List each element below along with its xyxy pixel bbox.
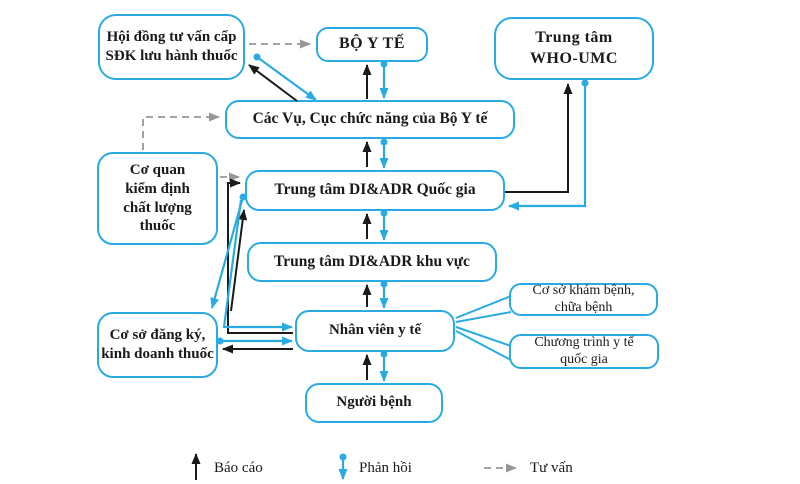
tail-chuong-trinh-bottom xyxy=(455,330,512,361)
node-label: kinh doanh thuốc xyxy=(101,346,214,362)
node-hoi-dong-tu-van: Hội đồng tư vấn cấp SĐK lưu hành thuốc xyxy=(98,14,245,80)
arrow-cosodangky-to-quocgia xyxy=(230,209,248,312)
node-label: thuốc xyxy=(139,218,176,235)
node-label: Cơ quan xyxy=(129,162,186,178)
node-label: Cơ sở khám bệnh, xyxy=(532,282,635,298)
node-co-so-dang-ky: Cơ sở đăng ký, kinh doanh thuốc xyxy=(97,312,218,378)
dot xyxy=(380,138,388,146)
node-label: kiểm định xyxy=(125,180,190,197)
node-trung-tam-di-adr-khu-vuc: Trung tâm DI&ADR khu vực xyxy=(247,242,497,282)
node-chuong-trinh-y-te: Chương trình y tế quốc gia xyxy=(509,334,659,369)
arrow-cacvu-to-hoidong xyxy=(248,64,298,102)
callout-tails xyxy=(455,295,512,361)
node-label: Trung tâm xyxy=(535,28,613,46)
node-co-so-kham-benh: Cơ sở khám bệnh, chữa bệnh xyxy=(509,283,658,316)
node-trung-tam-di-adr-quoc-gia: Trung tâm DI&ADR Quốc gia xyxy=(245,170,505,211)
dot xyxy=(581,79,589,87)
node-label: WHO-UMC xyxy=(530,49,618,67)
node-nhan-vien-y-te: Nhân viên y tế xyxy=(295,310,455,352)
node-label: Trung tâm DI&ADR Quốc gia xyxy=(274,181,476,199)
legend-phan-hoi-label: Phản hồi xyxy=(359,460,412,476)
legend-tu-van-label: Tư vấn xyxy=(530,460,573,476)
dot xyxy=(253,53,261,61)
node-cac-vu-cuc: Các Vụ, Cục chức năng của Bộ Y tế xyxy=(225,100,515,139)
node-label: quốc gia xyxy=(560,351,608,367)
arrow-hoidong-to-cacvu xyxy=(256,56,317,101)
node-nguoi-benh: Người bệnh xyxy=(305,383,443,423)
tail-kham-benh-top xyxy=(455,295,512,319)
node-label: Nhân viên y tế xyxy=(328,322,422,339)
node-label: Cơ sở đăng ký, xyxy=(109,326,206,343)
arrow-coquan-to-cacvu xyxy=(142,112,220,150)
node-label: chữa bệnh xyxy=(554,299,613,315)
node-label: Người bệnh xyxy=(336,394,412,411)
node-label: Các Vụ, Cục chức năng của Bộ Y tế xyxy=(252,110,488,128)
node-label: chất lượng xyxy=(123,199,192,216)
legend-bao-cao-label: Báo cáo xyxy=(214,460,263,476)
node-label: Trung tâm DI&ADR khu vực xyxy=(274,252,470,270)
node-label: Hội đồng tư vấn cấp xyxy=(106,28,237,45)
node-who-umc: Trung tâm WHO-UMC xyxy=(494,17,654,80)
tail-chuong-trinh-top xyxy=(455,326,512,347)
tail-kham-benh-bottom xyxy=(455,311,512,323)
dot xyxy=(339,453,347,461)
node-label: SĐK lưu hành thuốc xyxy=(105,48,238,64)
node-co-quan-kiem-dinh: Cơ quan kiểm định chất lượng thuốc xyxy=(97,152,218,245)
node-label: BỘ Y TẾ xyxy=(338,35,406,53)
node-label: Chương trình y tế xyxy=(534,334,634,350)
arrow-whoumc-to-quocgia xyxy=(508,83,587,211)
arrow-quocgia-to-whoumc xyxy=(505,83,573,193)
node-bo-y-te: BỘ Y TẾ xyxy=(316,27,428,62)
